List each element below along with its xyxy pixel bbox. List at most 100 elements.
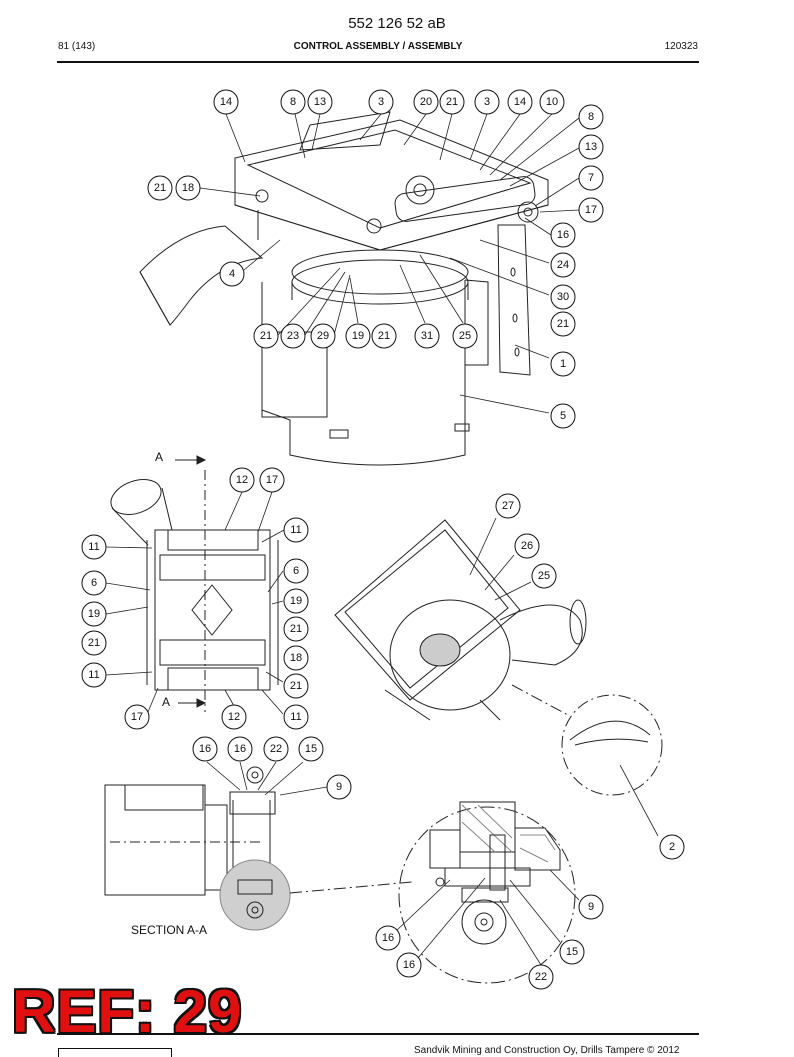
callout-bubble: 4 <box>219 261 245 287</box>
callout-number: 24 <box>557 259 569 271</box>
callout-bubble: 16 <box>227 736 253 762</box>
callout-bubble: 11 <box>283 517 309 543</box>
callout-bubble: 19 <box>81 601 107 627</box>
callout-number: 16 <box>403 959 415 971</box>
leader-lines <box>105 113 659 966</box>
callout-bubble: 8 <box>280 89 306 115</box>
callout-number: 16 <box>557 229 569 241</box>
callout-bubble: 18 <box>175 175 201 201</box>
callout-number: 3 <box>484 96 490 108</box>
callout-bubble: 3 <box>474 89 500 115</box>
callout-number: 29 <box>317 330 329 342</box>
callouts-top: 14 8 13 3 20 21 3 14 10 8 13 7 17 16 24 … <box>147 89 604 429</box>
callout-number: 21 <box>378 330 390 342</box>
callout-number: 2 <box>669 841 675 853</box>
callout-number: 25 <box>538 570 550 582</box>
callout-bubble: 21 <box>439 89 465 115</box>
footer-rule <box>57 1033 699 1035</box>
callout-bubble: 5 <box>550 403 576 429</box>
callout-number: 14 <box>514 96 526 108</box>
callout-number: 18 <box>290 652 302 664</box>
callout-number: 20 <box>420 96 432 108</box>
section-view-a-a <box>110 455 279 712</box>
callout-bubble: 15 <box>559 939 585 965</box>
callout-number: 19 <box>352 330 364 342</box>
callout-bubble: 14 <box>507 89 533 115</box>
callout-number: 18 <box>182 182 194 194</box>
callouts-middle-right: 27 26 25 2 <box>495 493 685 860</box>
callout-bubble: 26 <box>514 533 540 559</box>
callout-number: 11 <box>88 669 99 681</box>
callout-bubble: 25 <box>452 323 478 349</box>
callout-number: 27 <box>502 500 514 512</box>
callout-bubble: 3 <box>368 89 394 115</box>
callout-bubble: 27 <box>495 493 521 519</box>
callout-bubble: 16 <box>192 736 218 762</box>
callout-number: 12 <box>228 711 240 723</box>
callout-number: 7 <box>588 172 594 184</box>
callout-bubble: 9 <box>578 894 604 920</box>
callout-bubble: 16 <box>396 952 422 978</box>
callout-bubble: 22 <box>263 736 289 762</box>
callout-bubble: 16 <box>550 222 576 248</box>
callout-number: 30 <box>557 291 569 303</box>
section-title: CONTROL ASSEMBLY / ASSEMBLY <box>293 41 463 52</box>
callout-bubble: 21 <box>81 630 107 656</box>
callout-number: 15 <box>305 743 317 755</box>
detail-view <box>398 801 576 984</box>
date-code: 120323 <box>664 41 698 52</box>
callout-bubble: 6 <box>283 558 309 584</box>
callout-bubble: 31 <box>414 323 440 349</box>
callout-bubble: 8 <box>578 104 604 130</box>
callouts-middle-left: 12 17 11 11 6 6 19 19 21 21 18 21 11 11 … <box>81 467 309 730</box>
ref-stamp: REF: 29 <box>12 978 243 1045</box>
callout-bubble: 13 <box>578 134 604 160</box>
callout-number: 11 <box>290 524 301 536</box>
callout-bubble: 21 <box>550 311 576 337</box>
callout-bubble: 25 <box>531 563 557 589</box>
callouts-bottom-right: 9 16 15 16 22 <box>375 894 604 990</box>
callout-bubble: 14 <box>213 89 239 115</box>
callout-number: 13 <box>314 96 326 108</box>
section-marker-bottom: A <box>162 695 170 709</box>
callout-bubble: 21 <box>371 323 397 349</box>
callout-number: 31 <box>421 330 433 342</box>
callout-number: 17 <box>585 204 597 216</box>
callout-number: 3 <box>378 96 384 108</box>
callout-bubble: 11 <box>81 662 107 688</box>
callout-number: 21 <box>290 680 302 692</box>
callout-bubble: 21 <box>147 175 173 201</box>
callout-bubble: 21 <box>283 616 309 642</box>
callout-number: 11 <box>290 711 301 723</box>
callout-number: 6 <box>91 577 97 589</box>
callout-number: 9 <box>336 781 342 793</box>
callout-number: 12 <box>236 474 248 486</box>
top-assembly-view <box>139 111 549 466</box>
section-marker-top: A <box>155 450 163 464</box>
header-rule <box>57 61 699 63</box>
callout-number: 4 <box>229 268 235 280</box>
callout-number: 23 <box>287 330 299 342</box>
callout-number: 22 <box>535 971 547 983</box>
isometric-underside-view <box>334 519 663 796</box>
callout-number: 5 <box>560 410 566 422</box>
callout-number: 1 <box>560 358 566 370</box>
callout-bubble: 2 <box>659 834 685 860</box>
callout-number: 22 <box>270 743 282 755</box>
callout-bubble: 12 <box>221 704 247 730</box>
callout-number: 21 <box>446 96 458 108</box>
callout-bubble: 15 <box>298 736 324 762</box>
callout-bubble: 29 <box>310 323 336 349</box>
callout-number: 25 <box>459 330 471 342</box>
callout-number: 19 <box>88 608 100 620</box>
callout-number: 16 <box>382 932 394 944</box>
section-label: SECTION A-A <box>131 923 207 937</box>
callout-number: 9 <box>588 901 594 913</box>
callout-number: 17 <box>266 474 278 486</box>
callout-bubble: 21 <box>283 673 309 699</box>
callout-number: 8 <box>290 96 296 108</box>
callout-bubble: 18 <box>283 645 309 671</box>
callout-bubble: 11 <box>81 534 107 560</box>
callout-bubble: 24 <box>550 252 576 278</box>
